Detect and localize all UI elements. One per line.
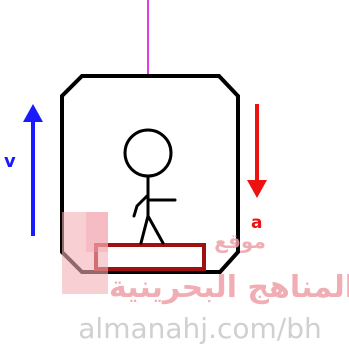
person-leg-left [139,214,150,245]
velocity-label: v [4,151,16,172]
velocity-arrow-icon [23,104,43,236]
watermark-site-name-arabic: المناهج البحرينية [109,270,349,305]
elevator-car [60,74,240,274]
watermark: موقع المناهج البحرينية almanahj.com/bh [62,212,349,345]
person-head [123,128,173,178]
floor-scale [94,243,206,271]
person-arm-back [132,193,150,218]
person-leg-right [146,214,165,245]
watermark-site-word-arabic: موقع [214,229,266,253]
watermark-url: almanahj.com/bh [78,312,321,345]
watermark-logo-accent [86,212,108,252]
acceleration-label: a [251,213,262,233]
acceleration-arrow-icon [247,104,267,198]
person-figure [123,128,177,245]
